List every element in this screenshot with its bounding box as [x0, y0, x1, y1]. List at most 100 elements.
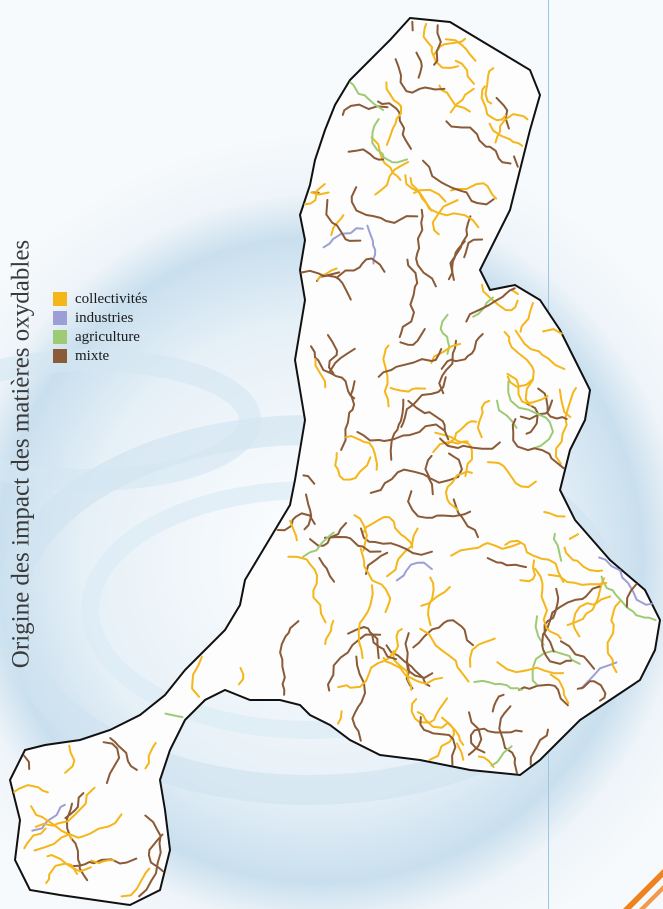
river-segment [310, 345, 356, 400]
river-segment [412, 619, 474, 649]
river-segment [491, 693, 505, 713]
river-segment [325, 198, 362, 242]
corner-accent [623, 869, 663, 909]
river-segment [511, 289, 519, 295]
river-segment [547, 573, 608, 586]
map-legend: collectivités industries agriculture mix… [53, 290, 147, 366]
legend-swatch [53, 349, 67, 363]
river-segment [606, 599, 622, 674]
river-segment [31, 803, 66, 832]
river-segment [334, 452, 372, 481]
river-segment [469, 637, 496, 668]
river-segment [337, 710, 343, 725]
river-segment [359, 547, 392, 614]
river-segment [444, 470, 473, 511]
river-segment [486, 461, 537, 489]
river-segment [30, 805, 73, 840]
river-segment [444, 38, 477, 62]
legend-swatch [53, 330, 67, 344]
river-segment [102, 741, 121, 785]
river-segment [413, 188, 447, 203]
river-segment [440, 333, 484, 370]
river-segment [64, 792, 85, 819]
river-segment [534, 567, 562, 640]
river-segment [409, 177, 433, 212]
river-segment [419, 627, 470, 683]
river-segment [438, 339, 457, 395]
river-segment [303, 183, 326, 206]
river-segment [415, 208, 437, 288]
river-segment [363, 516, 414, 549]
river-segment [351, 655, 366, 742]
river-segment [64, 744, 76, 774]
river-segment [430, 342, 462, 364]
river-segment [23, 754, 31, 770]
river-segment [238, 667, 245, 686]
river-segment [326, 334, 338, 375]
river-segment [394, 58, 446, 94]
river-segment [484, 67, 495, 105]
river-segment [552, 532, 563, 562]
legend-item-collectivites: collectivités [53, 290, 147, 308]
river-segment [543, 511, 566, 518]
river-segment [366, 224, 377, 265]
river-segment [138, 814, 162, 898]
river-segment [303, 493, 313, 531]
river-segment [549, 673, 570, 705]
river-segment [389, 398, 405, 461]
river-segment [360, 527, 433, 556]
river-segment [323, 536, 382, 553]
river-segment [542, 328, 563, 335]
river-segment [45, 862, 79, 884]
river-segment [302, 474, 316, 485]
river-segment [446, 420, 478, 446]
river-segment [559, 640, 596, 670]
river-segment [389, 387, 427, 393]
river-segment [519, 302, 534, 333]
river-segment [438, 84, 471, 113]
river-segment [300, 269, 341, 278]
river-segment [558, 388, 572, 418]
river-segment [415, 51, 423, 79]
river-segment [147, 833, 164, 873]
river-segment [350, 186, 419, 224]
river-segment [554, 387, 577, 465]
legend-item-industries: industries [53, 309, 147, 327]
river-segment [385, 81, 403, 146]
river-segment [318, 557, 336, 583]
river-segment [336, 257, 386, 278]
river-segment [490, 745, 513, 767]
river-segment [34, 786, 96, 828]
river-segment [316, 267, 338, 281]
river-segment [404, 174, 480, 229]
river-segment [407, 399, 450, 441]
river-segment [302, 531, 335, 558]
river-segment [507, 380, 554, 451]
river-segment [422, 159, 495, 206]
river-segment [476, 399, 491, 439]
river-segment [469, 727, 523, 754]
river-segment [537, 387, 568, 420]
river-segment [377, 348, 443, 378]
river-segment [422, 23, 459, 69]
river-segment [344, 435, 378, 471]
river-segment [191, 655, 203, 698]
river-segment [395, 561, 433, 582]
river-segment [398, 258, 419, 339]
river-segment [72, 857, 138, 868]
river-segment [503, 330, 535, 407]
river-segment [529, 728, 549, 766]
river-segment [519, 399, 554, 421]
river-segment [276, 512, 316, 532]
river-segment [480, 85, 507, 122]
river-segment [356, 423, 446, 442]
river-segment [445, 120, 512, 165]
legend-swatch [53, 311, 67, 325]
river-segment [504, 539, 565, 583]
river-segment [495, 96, 510, 130]
river-segment [449, 87, 475, 114]
river-segment [568, 533, 579, 540]
river-segment [357, 584, 374, 660]
river-segment [382, 656, 444, 685]
river-segment [109, 737, 138, 771]
